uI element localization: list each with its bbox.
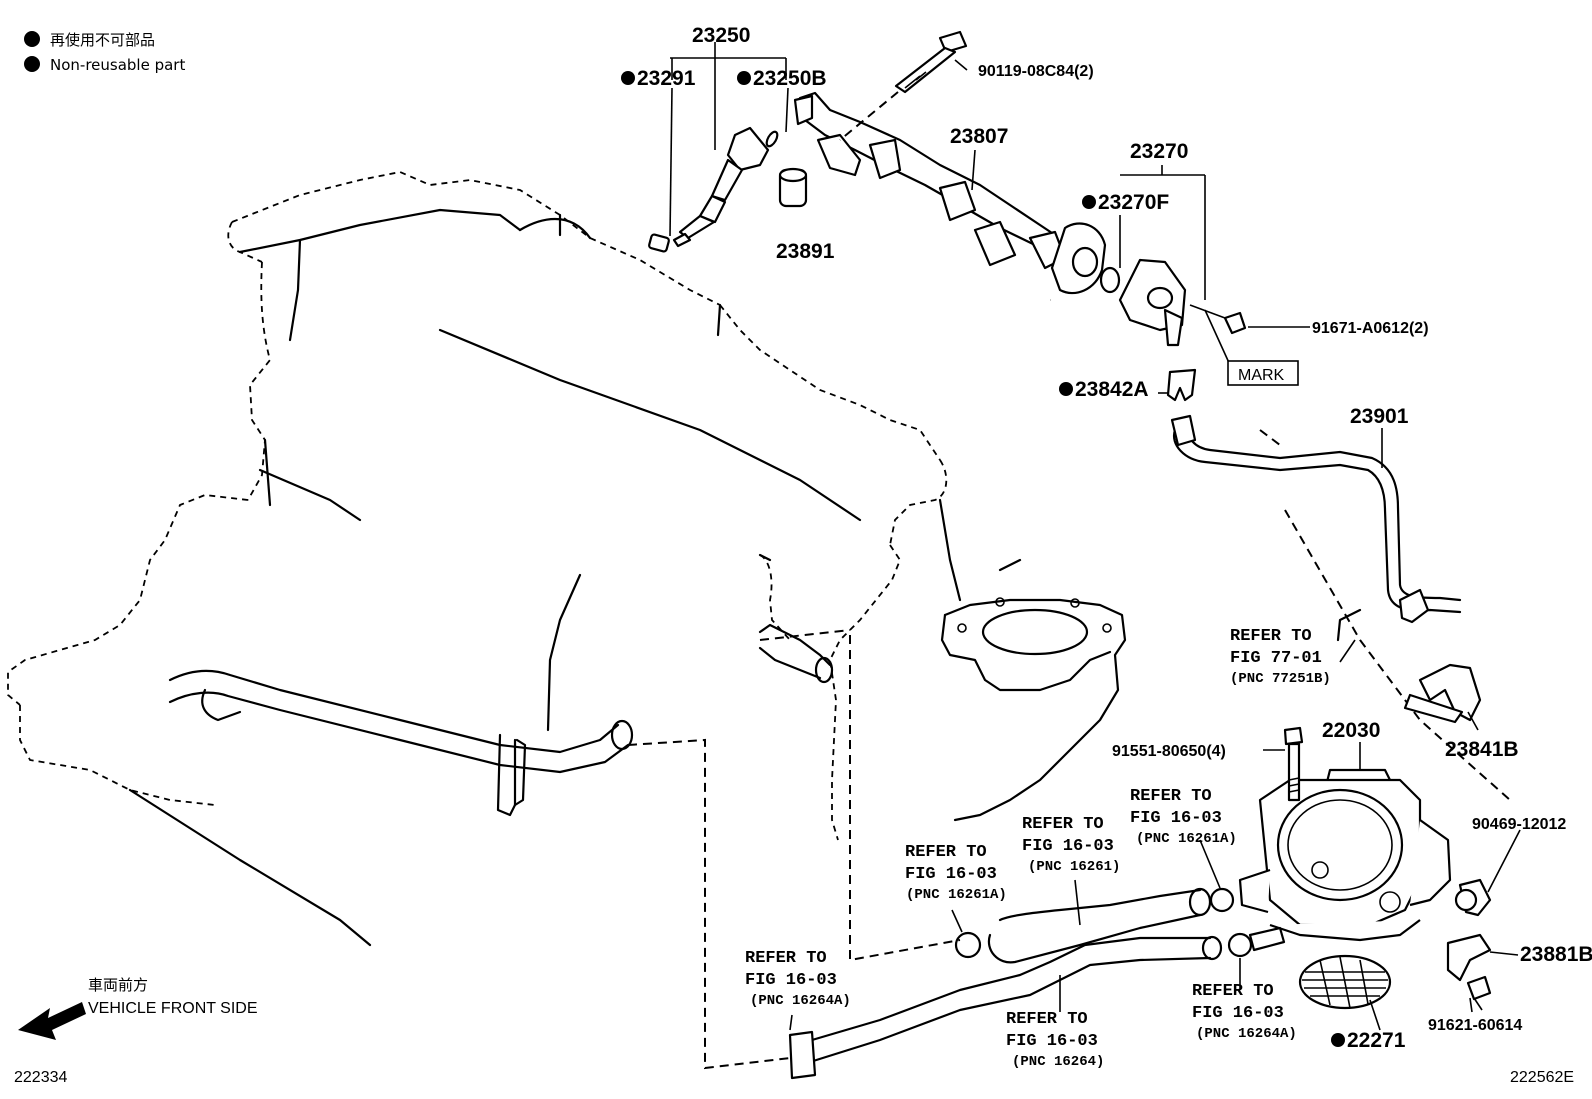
svg-text:(PNC 77251B): (PNC 77251B) — [1230, 671, 1331, 687]
label-22271: 22271 — [1347, 1029, 1406, 1052]
non-reusable-dot-icon — [24, 56, 40, 72]
non-reusable-dot-icon — [1331, 1033, 1345, 1047]
engine-side-hose — [168, 623, 834, 817]
label-91551: 91551-80650(4) — [1112, 743, 1226, 760]
engine-outline — [7, 171, 1022, 947]
svg-text:(PNC 16264A): (PNC 16264A) — [750, 993, 851, 1009]
ref-fig-16-03-b: REFER TO FIG 16-03 (PNC 16261) — [1022, 815, 1120, 875]
clamp-23841b — [1403, 663, 1482, 724]
svg-text:REFER TO: REFER TO — [745, 949, 827, 968]
throttle-body — [1238, 768, 1452, 952]
ref-fig-16-03-c: REFER TO FIG 16-03 (PNC 16261A) — [905, 843, 1007, 903]
ref-fig-16-03-f: REFER TO FIG 16-03 (PNC 16264A) — [1192, 982, 1297, 1042]
diagram-code-right: 222562E — [1510, 1069, 1574, 1086]
label-91621: 91621-60614 — [1428, 1017, 1522, 1034]
front-label-en: VEHICLE FRONT SIDE — [88, 1000, 258, 1017]
pipe-connector — [1099, 258, 1247, 347]
non-reusable-dot-icon — [621, 71, 635, 85]
label-mark: MARK — [1238, 367, 1285, 384]
bolt-91551 — [1283, 726, 1304, 802]
label-91671: 91671-A0612(2) — [1312, 320, 1429, 337]
label-23291: 23291 — [637, 67, 696, 90]
label-22030: 22030 — [1322, 719, 1380, 742]
svg-text:FIG 16-03: FIG 16-03 — [1192, 1004, 1284, 1023]
svg-text:REFER TO: REFER TO — [905, 843, 987, 862]
reference-labels: REFER TO FIG 77-01 (PNC 77251B) REFER TO… — [745, 627, 1331, 1070]
front-label-jp: 車両前方 — [88, 976, 148, 994]
gasket-22271 — [1298, 954, 1392, 1010]
label-90469: 90469-12012 — [1472, 816, 1566, 833]
fuel-rail — [793, 91, 1107, 295]
diagram-code-left: 222334 — [14, 1069, 67, 1086]
svg-text:(PNC 16264A): (PNC 16264A) — [1196, 1026, 1297, 1042]
label-90119: 90119-08C84(2) — [978, 63, 1094, 80]
svg-text:(PNC 16261A): (PNC 16261A) — [906, 887, 1007, 903]
intake-flange — [940, 597, 1127, 822]
label-23250b: 23250B — [753, 67, 827, 90]
label-23250: 23250 — [692, 24, 750, 47]
ref-fig-16-03-e: REFER TO FIG 16-03 (PNC 16264) — [1006, 1010, 1104, 1070]
svg-text:(PNC 16264): (PNC 16264) — [1012, 1054, 1104, 1070]
svg-text:FIG 16-03: FIG 16-03 — [1130, 809, 1222, 828]
svg-text:FIG 16-03: FIG 16-03 — [905, 865, 997, 884]
non-reusable-dot-icon — [24, 31, 40, 47]
water-bypass-hoses — [627, 629, 1478, 1080]
svg-text:REFER TO: REFER TO — [1006, 1010, 1088, 1029]
label-23841b: 23841B — [1445, 738, 1519, 761]
bolt-90119 — [839, 30, 968, 141]
svg-text:REFER TO: REFER TO — [1192, 982, 1274, 1001]
ref-fig-16-03-a: REFER TO FIG 16-03 (PNC 16261A) — [1130, 787, 1237, 847]
svg-text:(PNC 16261): (PNC 16261) — [1028, 859, 1120, 875]
svg-text:REFER TO: REFER TO — [1230, 627, 1312, 646]
fuel-hose-23901 — [1170, 414, 1511, 801]
svg-text:FIG 77-01: FIG 77-01 — [1230, 649, 1322, 668]
label-23807: 23807 — [950, 125, 1008, 148]
fuel-injector — [648, 126, 808, 253]
svg-text:FIG 16-03: FIG 16-03 — [1006, 1032, 1098, 1051]
legend: 再使用不可部品 Non-reusable part — [24, 31, 185, 74]
label-23270f: 23270F — [1098, 191, 1169, 214]
svg-text:REFER TO: REFER TO — [1022, 815, 1104, 834]
legend-jp: 再使用不可部品 — [50, 31, 155, 49]
front-arrow-icon — [18, 1002, 86, 1040]
label-23891: 23891 — [776, 240, 835, 263]
ref-fig-77-01: REFER TO FIG 77-01 (PNC 77251B) — [1230, 627, 1331, 687]
part-labels: 23250 23291 23250B 90119-08C84(2) 23807 … — [621, 24, 1592, 1052]
svg-text:(PNC 16261A): (PNC 16261A) — [1136, 831, 1237, 847]
ref-fig-16-03-d: REFER TO FIG 16-03 (PNC 16264A) — [745, 949, 851, 1009]
label-23901: 23901 — [1350, 405, 1409, 428]
legend-en: Non-reusable part — [50, 56, 185, 74]
non-reusable-dot-icon — [737, 71, 751, 85]
mark-box — [1227, 360, 1299, 386]
label-23270: 23270 — [1130, 140, 1188, 163]
svg-text:FIG 16-03: FIG 16-03 — [745, 971, 837, 990]
leader-lines — [669, 42, 1521, 1031]
label-23842a: 23842A — [1075, 378, 1149, 401]
non-reusable-dot-icon — [1082, 195, 1096, 209]
clip-23842a — [1166, 368, 1197, 402]
label-23881b: 23881B — [1520, 943, 1592, 966]
svg-text:FIG 16-03: FIG 16-03 — [1022, 837, 1114, 856]
vehicle-front-arrow: 車両前方 VEHICLE FRONT SIDE — [18, 976, 258, 1040]
svg-text:REFER TO: REFER TO — [1130, 787, 1212, 806]
non-reusable-dot-icon — [1059, 382, 1073, 396]
